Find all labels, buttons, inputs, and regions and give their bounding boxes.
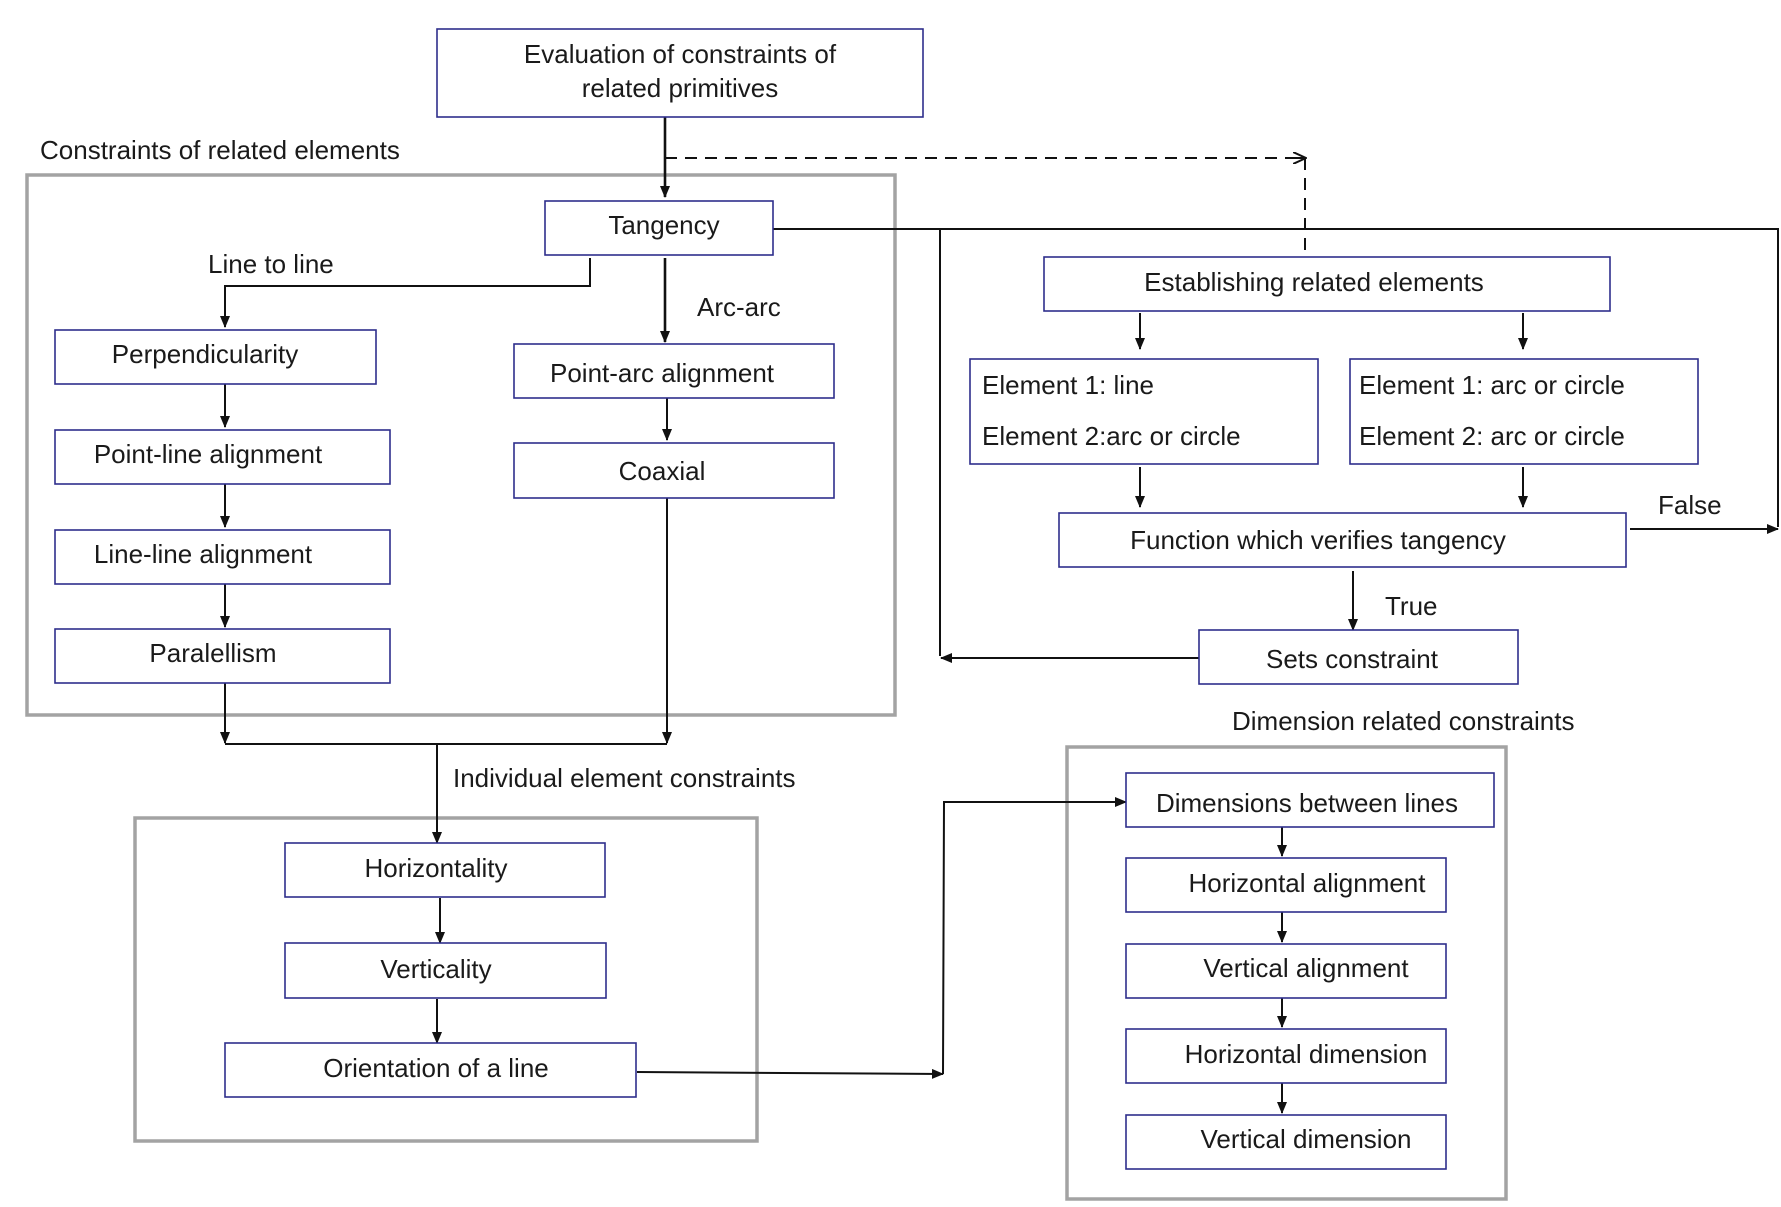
- node-verticality-label: Verticality: [380, 954, 491, 984]
- node-coaxial-label: Coaxial: [619, 456, 706, 486]
- node-sets-constraint-label: Sets constraint: [1266, 644, 1439, 674]
- edge-label-false: False: [1658, 490, 1722, 520]
- node-orientation-label: Orientation of a line: [323, 1053, 548, 1083]
- node-establishing-label: Establishing related elements: [1144, 267, 1484, 297]
- group-individual-elements: [133, 816, 759, 1143]
- node-evaluation-line1: Evaluation of constraints of: [524, 39, 837, 69]
- node-evaluation-line2: related primitives: [582, 73, 779, 103]
- node-paralellism: Paralellism: [54, 628, 391, 684]
- node-line-line-alignment: Line-line alignment: [54, 529, 391, 585]
- node-case-arc-arc: Element 1: arc or circle Element 2: arc …: [1349, 358, 1699, 465]
- node-case-line-arc-line2: Element 2:arc or circle: [982, 421, 1241, 451]
- node-vertical-dimension-label: Vertical dimension: [1201, 1124, 1412, 1154]
- node-tangency: Tangency: [544, 200, 774, 256]
- node-vertical-alignment-label: Vertical alignment: [1203, 953, 1409, 983]
- edge-label-arc-arc: Arc-arc: [697, 292, 781, 322]
- node-point-line-alignment-label: Point-line alignment: [94, 439, 323, 469]
- node-sets-constraint: Sets constraint: [1198, 629, 1519, 685]
- node-case-line-arc: Element 1: line Element 2:arc or circle: [969, 358, 1319, 465]
- node-perpendicularity: Perpendicularity: [54, 329, 377, 385]
- node-verticality: Verticality: [284, 942, 607, 999]
- node-perpendicularity-label: Perpendicularity: [112, 339, 298, 369]
- edge-label-line-to-line: Line to line: [208, 249, 334, 279]
- group-title-dimension-related: Dimension related constraints: [1232, 706, 1575, 736]
- group-dimension-related: [1065, 745, 1508, 1201]
- node-paralellism-label: Paralellism: [149, 638, 276, 668]
- node-case-line-arc-line1: Element 1: line: [982, 370, 1154, 400]
- edge-junction-dimensions: [942, 797, 1127, 1075]
- node-evaluation: Evaluation of constraints of related pri…: [436, 28, 924, 118]
- node-vertical-dimension: Vertical dimension: [1125, 1114, 1447, 1170]
- node-horizontality-label: Horizontality: [364, 853, 507, 883]
- node-dimensions-between-lines-label: Dimensions between lines: [1156, 788, 1458, 818]
- edge-orientation-junction: [636, 1068, 944, 1079]
- group-title-related-elements: Constraints of related elements: [40, 135, 400, 165]
- group-title-individual-elements: Individual element constraints: [453, 763, 796, 793]
- group-related-elements: [25, 173, 897, 717]
- node-point-line-alignment: Point-line alignment: [54, 429, 391, 485]
- edge-tangency-right: [772, 228, 1779, 527]
- node-horizontal-alignment-label: Horizontal alignment: [1188, 868, 1426, 898]
- edge-tangency-line-to-line: [220, 258, 591, 328]
- node-case-arc-arc-line1: Element 1: arc or circle: [1359, 370, 1625, 400]
- node-horizontality: Horizontality: [284, 842, 606, 898]
- node-horizontal-dimension: Horizontal dimension: [1125, 1028, 1447, 1084]
- node-vertical-alignment: Vertical alignment: [1125, 943, 1447, 999]
- node-orientation: Orientation of a line: [224, 1042, 637, 1098]
- node-establishing: Establishing related elements: [1043, 256, 1611, 312]
- edge-label-true: True: [1385, 591, 1438, 621]
- node-line-line-alignment-label: Line-line alignment: [94, 539, 313, 569]
- node-coaxial: Coaxial: [513, 442, 835, 499]
- node-verify-tangency-label: Function which verifies tangency: [1130, 525, 1506, 555]
- node-dimensions-between-lines: Dimensions between lines: [1125, 772, 1495, 828]
- node-horizontal-dimension-label: Horizontal dimension: [1185, 1039, 1428, 1069]
- node-case-arc-arc-line2: Element 2: arc or circle: [1359, 421, 1625, 451]
- node-verify-tangency: Function which verifies tangency: [1058, 512, 1627, 568]
- node-point-arc-alignment-label: Point-arc alignment: [550, 358, 775, 388]
- node-horizontal-alignment: Horizontal alignment: [1125, 857, 1447, 913]
- node-tangency-label: Tangency: [608, 210, 719, 240]
- node-point-arc-alignment: Point-arc alignment: [513, 343, 835, 399]
